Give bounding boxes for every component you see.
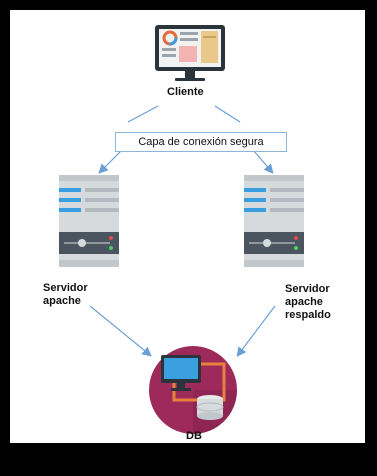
arrow-client-left xyxy=(127,105,159,123)
database-icon xyxy=(149,346,237,434)
server-left-label: Servidor apache xyxy=(43,282,88,307)
server-icon xyxy=(59,175,119,267)
server-right-label: Servidor apache respaldo xyxy=(285,283,331,321)
arrow-client-right xyxy=(214,105,241,123)
server-icon xyxy=(244,175,304,267)
monitor-icon xyxy=(155,25,225,81)
diagram-canvas: Cliente Capa de conexión segura Servidor… xyxy=(10,10,365,443)
arrow-server-left-db xyxy=(89,305,152,357)
arrow-server-right-db xyxy=(236,305,276,357)
client-label: Cliente xyxy=(167,86,204,98)
db-label: DB xyxy=(186,430,202,442)
secure-layer-box: Capa de conexión segura xyxy=(115,132,287,152)
